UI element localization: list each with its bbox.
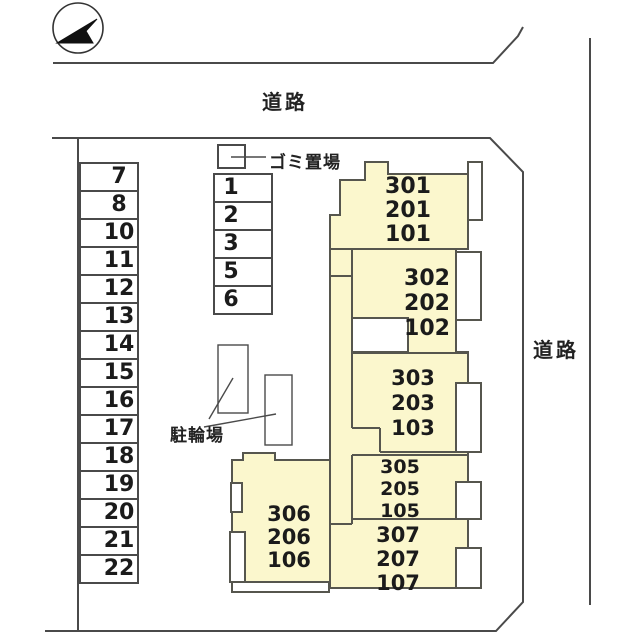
unit-label-105: 105 bbox=[380, 500, 420, 522]
unit-label-201: 201 bbox=[385, 198, 431, 223]
balcony-rect-307 bbox=[455, 547, 482, 589]
unit-label-202: 202 bbox=[404, 291, 450, 316]
unit-label-101: 101 bbox=[385, 222, 431, 247]
bicycle-pointer-line-1 bbox=[208, 377, 234, 420]
parking-space-8: 8 bbox=[79, 190, 139, 220]
unit-label-107: 107 bbox=[376, 571, 420, 595]
parking-space-22: 22 bbox=[79, 554, 139, 584]
unit-label-206: 206 bbox=[267, 525, 311, 549]
parking-space-20: 20 bbox=[79, 498, 139, 528]
parking-space-21: 21 bbox=[79, 526, 139, 556]
road-label-right: 道路 bbox=[533, 338, 579, 362]
parking-space-18: 18 bbox=[79, 442, 139, 472]
unit-label-103: 103 bbox=[391, 416, 435, 440]
bicycle-parking-label: 駐輪場 bbox=[170, 426, 224, 446]
balcony-rect-303 bbox=[455, 382, 482, 453]
notch-rect-left-lower bbox=[229, 531, 246, 583]
parking-space-6: 6 bbox=[213, 285, 273, 315]
site-boundary bbox=[45, 137, 524, 632]
parking-space-14: 14 bbox=[79, 330, 139, 360]
notch-rect-center bbox=[351, 317, 409, 353]
unit-label-203: 203 bbox=[391, 391, 435, 415]
parking-space-17: 17 bbox=[79, 414, 139, 444]
parking-space-11: 11 bbox=[79, 246, 139, 276]
unit-label-102: 102 bbox=[404, 316, 450, 341]
unit-label-106: 106 bbox=[267, 548, 311, 572]
parking-space-16: 16 bbox=[79, 386, 139, 416]
unit-partition-lines bbox=[329, 248, 468, 588]
bicycle-rack-2 bbox=[264, 374, 293, 446]
unit-label-207: 207 bbox=[376, 547, 420, 571]
parking-space-13: 13 bbox=[79, 302, 139, 332]
parking-space-3: 3 bbox=[213, 229, 273, 259]
road-edge-top bbox=[53, 26, 524, 64]
parking-space-19: 19 bbox=[79, 470, 139, 500]
parking-space-5: 5 bbox=[213, 257, 273, 287]
balcony-rect-302 bbox=[455, 251, 482, 321]
unit-label-305: 305 bbox=[380, 456, 420, 478]
parking-space-12: 12 bbox=[79, 274, 139, 304]
unit-label-303: 303 bbox=[391, 366, 435, 390]
north-arrow-icon bbox=[52, 2, 104, 54]
unit-label-302: 302 bbox=[404, 266, 450, 291]
balcony-rect-305 bbox=[455, 481, 482, 520]
bicycle-pointer-line-2 bbox=[203, 413, 277, 428]
unit-label-301: 301 bbox=[385, 174, 431, 199]
parking-space-2: 2 bbox=[213, 201, 273, 231]
notch-rect-left-upper bbox=[230, 482, 243, 513]
unit-label-306: 306 bbox=[267, 502, 311, 526]
parking-space-7: 7 bbox=[79, 162, 139, 192]
parking-space-10: 10 bbox=[79, 218, 139, 248]
porch-rect bbox=[231, 581, 330, 593]
parking-space-1: 1 bbox=[213, 173, 273, 203]
parking-space-15: 15 bbox=[79, 358, 139, 388]
garbage-area-label: ゴミ置場 bbox=[269, 153, 341, 173]
unit-label-307: 307 bbox=[376, 523, 420, 547]
unit-label-205: 205 bbox=[380, 478, 420, 500]
road-label-top: 道路 bbox=[262, 90, 308, 114]
stairwell-rect-301 bbox=[467, 161, 483, 221]
bicycle-rack-1 bbox=[217, 344, 249, 414]
